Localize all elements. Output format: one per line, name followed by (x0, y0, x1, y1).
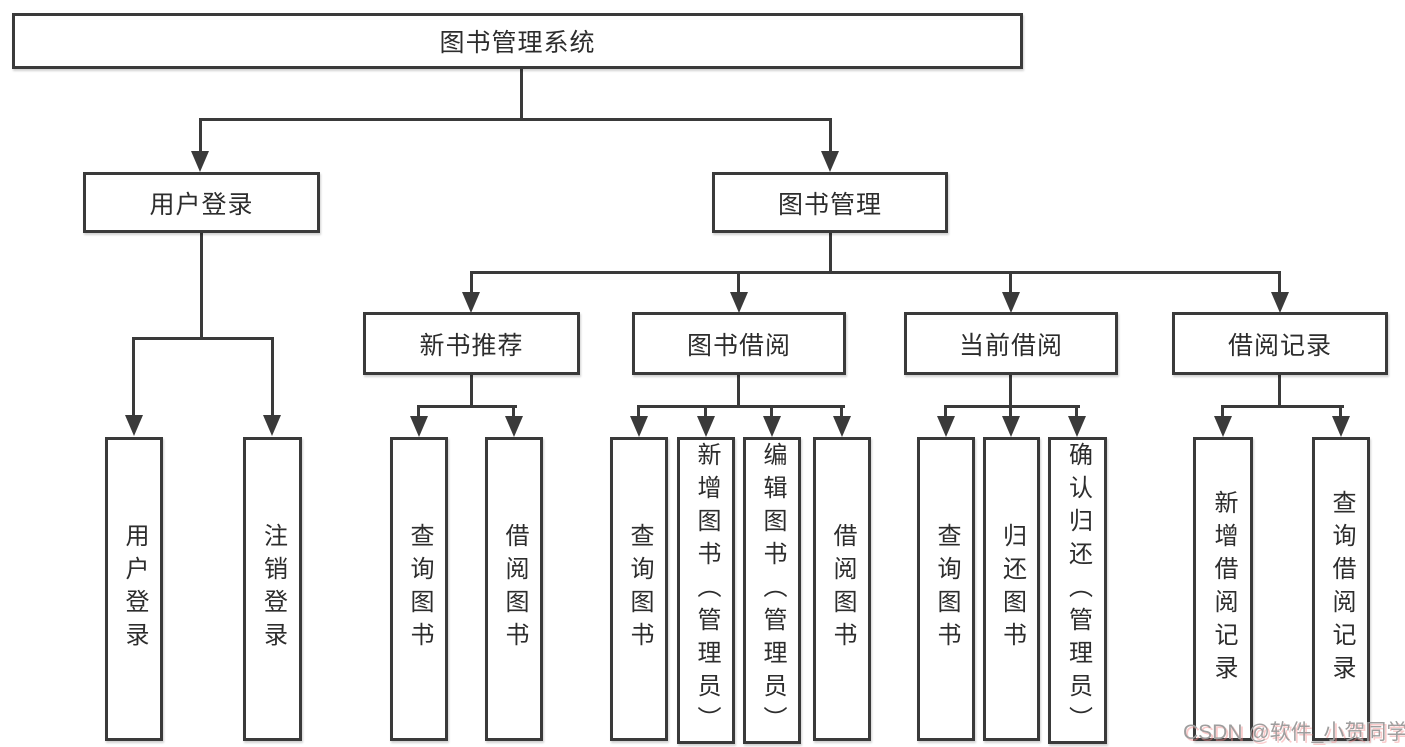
connector-trunk (470, 375, 473, 407)
node-current-borrowing: 当前借阅 (904, 312, 1118, 375)
leaf-add-books-admin: 新增图书（管理员） (677, 437, 735, 744)
arrowhead-down-icon (125, 415, 143, 436)
arrowhead-down-icon (1002, 416, 1020, 437)
node-label: 借阅图书 (501, 523, 528, 655)
connector-root-rail (199, 118, 832, 121)
connector-stub (512, 407, 515, 417)
connector-trunk (829, 233, 832, 273)
node-label: 新增借阅记录 (1210, 490, 1237, 688)
leaf-query-books-current: 查询图书 (917, 437, 975, 741)
connector-rail (1221, 405, 1344, 408)
leaf-borrow-books-recommend: 借阅图书 (485, 437, 543, 741)
connector-stub (1339, 407, 1342, 417)
leaf-borrow-books: 借阅图书 (813, 437, 871, 741)
arrowhead-down-icon (462, 292, 480, 313)
connector-stub (1009, 273, 1012, 293)
connector-stub (840, 407, 843, 417)
arrowhead-down-icon (505, 416, 523, 437)
node-label: 当前借阅 (958, 331, 1063, 360)
leaf-user-login: 用户登录 (105, 437, 163, 741)
leaf-query-borrow-record: 查询借阅记录 (1312, 437, 1370, 741)
node-label: 编辑图书（管理员） (759, 442, 786, 739)
csdn-watermark: CSDN @软件_小贺同学 (1183, 721, 1405, 744)
node-label: 图书借阅 (686, 331, 791, 360)
connector-stub (770, 407, 773, 417)
arrowhead-down-icon (1332, 416, 1350, 437)
arrowhead-down-icon (1271, 292, 1289, 313)
connector-stub (704, 407, 707, 417)
connector-rail (417, 405, 517, 408)
connector-stub (829, 120, 832, 153)
node-new-book-recommend: 新书推荐 (363, 312, 580, 375)
arrowhead-down-icon (1002, 292, 1020, 313)
connector-stub (470, 273, 473, 293)
leaf-query-books-recommend: 查询图书 (390, 437, 448, 741)
node-borrowing-records: 借阅记录 (1172, 312, 1388, 375)
arrowhead-down-icon (697, 416, 715, 437)
connector-root-trunk (520, 69, 523, 120)
leaf-return-books: 归还图书 (983, 437, 1040, 741)
connector-stub (737, 273, 740, 293)
node-label: 查询图书 (406, 523, 433, 655)
connector-stub (1009, 407, 1012, 417)
node-label: 查询图书 (933, 523, 960, 655)
leaf-confirm-return-admin: 确认归还（管理员） (1048, 437, 1107, 744)
node-library-management-system: 图书管理系统 (12, 13, 1023, 69)
connector-trunk (200, 233, 203, 337)
arrowhead-down-icon (410, 416, 428, 437)
node-label: 确认归还（管理员） (1064, 442, 1092, 739)
connector-trunk (1278, 375, 1281, 407)
node-label: 查询借阅记录 (1328, 490, 1355, 688)
leaf-add-borrow-record: 新增借阅记录 (1193, 437, 1253, 741)
node-label: 查询图书 (626, 523, 653, 655)
node-label: 用户登录 (149, 190, 254, 219)
connector-stub (1221, 407, 1224, 417)
connector-trunk (1009, 375, 1012, 407)
node-label: 新书推荐 (419, 331, 524, 360)
connector-stub (132, 339, 135, 415)
arrowhead-down-icon (1214, 416, 1232, 437)
arrowhead-down-icon (763, 416, 781, 437)
arrowhead-down-icon (630, 416, 648, 437)
connector-rail (944, 405, 1080, 408)
arrowhead-down-icon (1068, 416, 1086, 437)
connector-stub (637, 407, 640, 417)
node-label: 图书管理 (777, 190, 882, 219)
connector-stub (1278, 273, 1281, 293)
arrowhead-down-icon (821, 151, 839, 172)
node-user-login: 用户登录 (83, 172, 320, 233)
connector-stub (199, 120, 202, 153)
connector-stub (417, 407, 420, 417)
node-label: 用户登录 (121, 523, 148, 655)
connector-stub (271, 339, 274, 415)
leaf-query-books-borrowing: 查询图书 (610, 437, 668, 741)
connector-trunk (737, 375, 740, 407)
node-label: 归还图书 (998, 523, 1026, 655)
node-label: 图书管理系统 (439, 29, 596, 57)
leaf-logout: 注销登录 (243, 437, 302, 741)
leaf-edit-books-admin: 编辑图书（管理员） (743, 437, 801, 744)
arrowhead-down-icon (937, 416, 955, 437)
connector-rail (132, 337, 274, 340)
node-label: 借阅记录 (1227, 331, 1332, 360)
arrowhead-down-icon (191, 151, 209, 172)
node-label: 借阅图书 (829, 523, 856, 655)
node-book-management: 图书管理 (712, 172, 948, 233)
node-label: 新增图书（管理员） (693, 442, 720, 739)
arrowhead-down-icon (730, 292, 748, 313)
arrowhead-down-icon (833, 416, 851, 437)
connector-rail (637, 405, 845, 408)
node-label: 注销登录 (259, 523, 287, 655)
connector-stub (1075, 407, 1078, 417)
arrowhead-down-icon (263, 415, 281, 436)
connector-rail (470, 271, 1281, 274)
connector-stub (944, 407, 947, 417)
node-book-borrowing: 图书借阅 (632, 312, 846, 375)
